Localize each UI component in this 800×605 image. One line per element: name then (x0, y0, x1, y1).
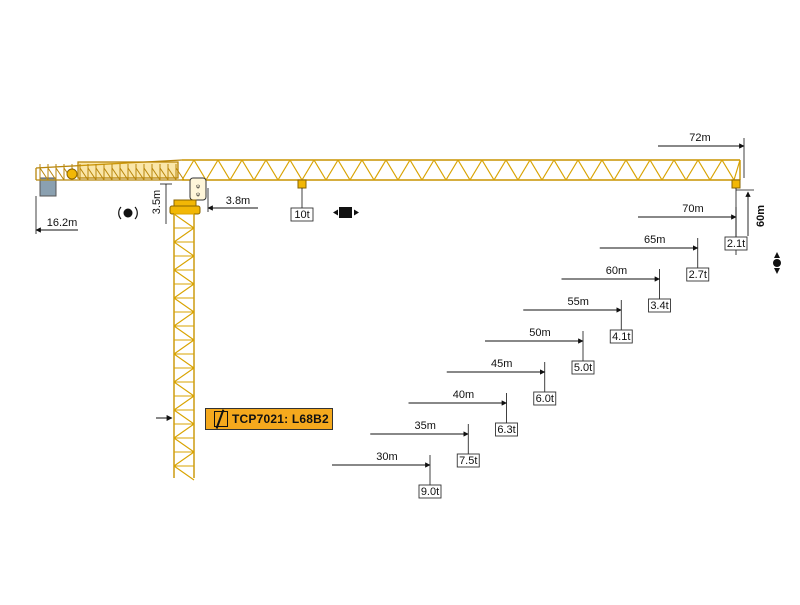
load-step-radius: 65m (644, 234, 665, 246)
height-dimension: 60m (736, 189, 767, 236)
load-step-radius: 30m (376, 451, 397, 463)
load-step-box (648, 298, 671, 313)
hook-max-load (297, 179, 307, 208)
load-step-radius: 45m (491, 358, 512, 370)
max-load-label: 10t (294, 209, 309, 221)
load-step-box (571, 360, 595, 375)
load-step-box (686, 267, 710, 282)
jib-lattice (181, 159, 741, 181)
slewing-ring (169, 199, 201, 215)
load-step-box (495, 422, 518, 437)
counter-jib-dimension: 16.2m (35, 196, 78, 234)
jib (182, 159, 741, 181)
load-chart: 30m 9.0t 35m 7.5t 40m 6.3t 45m 6.0t 50m 5.0t 55m 4.… (332, 203, 748, 499)
load-step-value: 2.1t (727, 238, 745, 250)
jib-length-dimension: 72m (658, 132, 745, 178)
head-height-label: 3.5m (151, 190, 163, 214)
load-step-value: 4.1t (612, 331, 630, 343)
load-step-radius: 70m (682, 203, 703, 215)
svg-text:ψ: ψ (196, 184, 200, 190)
pivot-offset-label: 3.8m (226, 195, 250, 207)
load-step-box (724, 236, 748, 251)
load-step-radius: 35m (415, 420, 436, 432)
load-step-value: 5.0t (574, 362, 592, 374)
load-step-value: 3.4t (650, 300, 668, 312)
load-step-value: 7.5t (459, 455, 477, 467)
model-icon (214, 411, 228, 427)
height-label: 60m (755, 205, 767, 227)
head-height-dimension: 3.5m (151, 183, 172, 224)
slewing-icon (118, 206, 138, 220)
max-load-box: 10t (290, 207, 314, 222)
load-step-value: 9.0t (421, 486, 439, 498)
load-step-radius: 55m (568, 296, 589, 308)
hoist-winch (66, 168, 78, 180)
trolley-icon (333, 207, 359, 218)
load-step-box (609, 329, 633, 344)
model-text: TCP7021: L68B2 (232, 412, 329, 426)
tower-mast (173, 214, 195, 478)
load-step-value: 6.0t (536, 393, 554, 405)
hoist-icon (773, 252, 781, 274)
svg-text:ψ: ψ (196, 192, 200, 198)
load-step-box (418, 484, 442, 499)
load-step-box (456, 453, 480, 468)
counter-jib-label: 16.2m (47, 217, 78, 229)
load-step-box (533, 391, 557, 406)
model-label: TCP7021: L68B2 (205, 408, 333, 430)
counterweight (39, 177, 57, 197)
jib-length-label: 72m (689, 132, 710, 144)
pivot-offset-dimension: 3.8m (207, 188, 258, 212)
load-step-value: 6.3t (497, 424, 515, 436)
mast-lattice (173, 213, 195, 481)
operator-cab: ψ ψ (189, 177, 207, 201)
load-step-radius: 40m (453, 389, 474, 401)
load-step-radius: 50m (529, 327, 550, 339)
load-step-value: 2.7t (689, 269, 707, 281)
load-step-radius: 60m (606, 265, 627, 277)
